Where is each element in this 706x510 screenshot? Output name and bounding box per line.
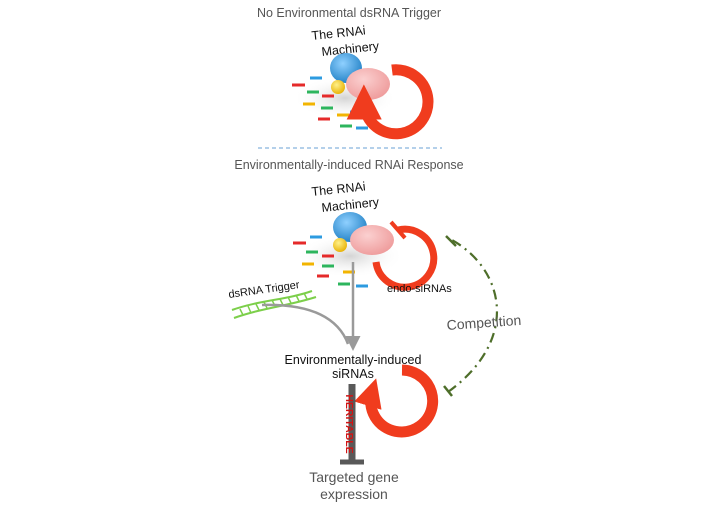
heritable-inhibition-icon	[340, 384, 364, 465]
top-machinery-label-2: Machinery	[321, 39, 381, 59]
trigger-to-sirna-arrow	[261, 303, 350, 345]
induced-sirnas-label-2: siRNAs	[332, 367, 374, 381]
competition-bar-bottom	[443, 385, 453, 397]
induced-feedback-arrow	[354, 364, 439, 438]
targeted-gene-label-2: expression	[320, 486, 388, 502]
bottom-panel-title: Environmentally-induced RNAi Response	[234, 158, 463, 172]
competition-label: Competition	[446, 312, 522, 333]
bottom-rnai-machinery-icon	[333, 212, 394, 255]
top-feedback-arrow	[346, 64, 434, 140]
bottom-machinery-label-1: The RNAi	[311, 179, 366, 199]
targeted-gene-label-1: Targeted gene	[309, 469, 399, 485]
endo-sirnas-label: endo-siRNAs	[387, 283, 452, 295]
heritable-label: HERITABLE	[343, 394, 355, 453]
induced-sirnas-label-1: Environmentally-induced	[285, 353, 422, 367]
endo-sirna-loop	[372, 225, 438, 291]
competition-arrow	[447, 239, 499, 393]
competition-bar-top	[445, 235, 457, 247]
endo-sirna-inhibit-bar	[389, 220, 407, 240]
top-panel-title: No Environmental dsRNA Trigger	[257, 6, 441, 20]
top-rnai-machinery-icon	[330, 53, 390, 100]
bottom-machinery-label-2: Machinery	[321, 195, 381, 215]
top-machinery-label-1: The RNAi	[311, 23, 366, 43]
